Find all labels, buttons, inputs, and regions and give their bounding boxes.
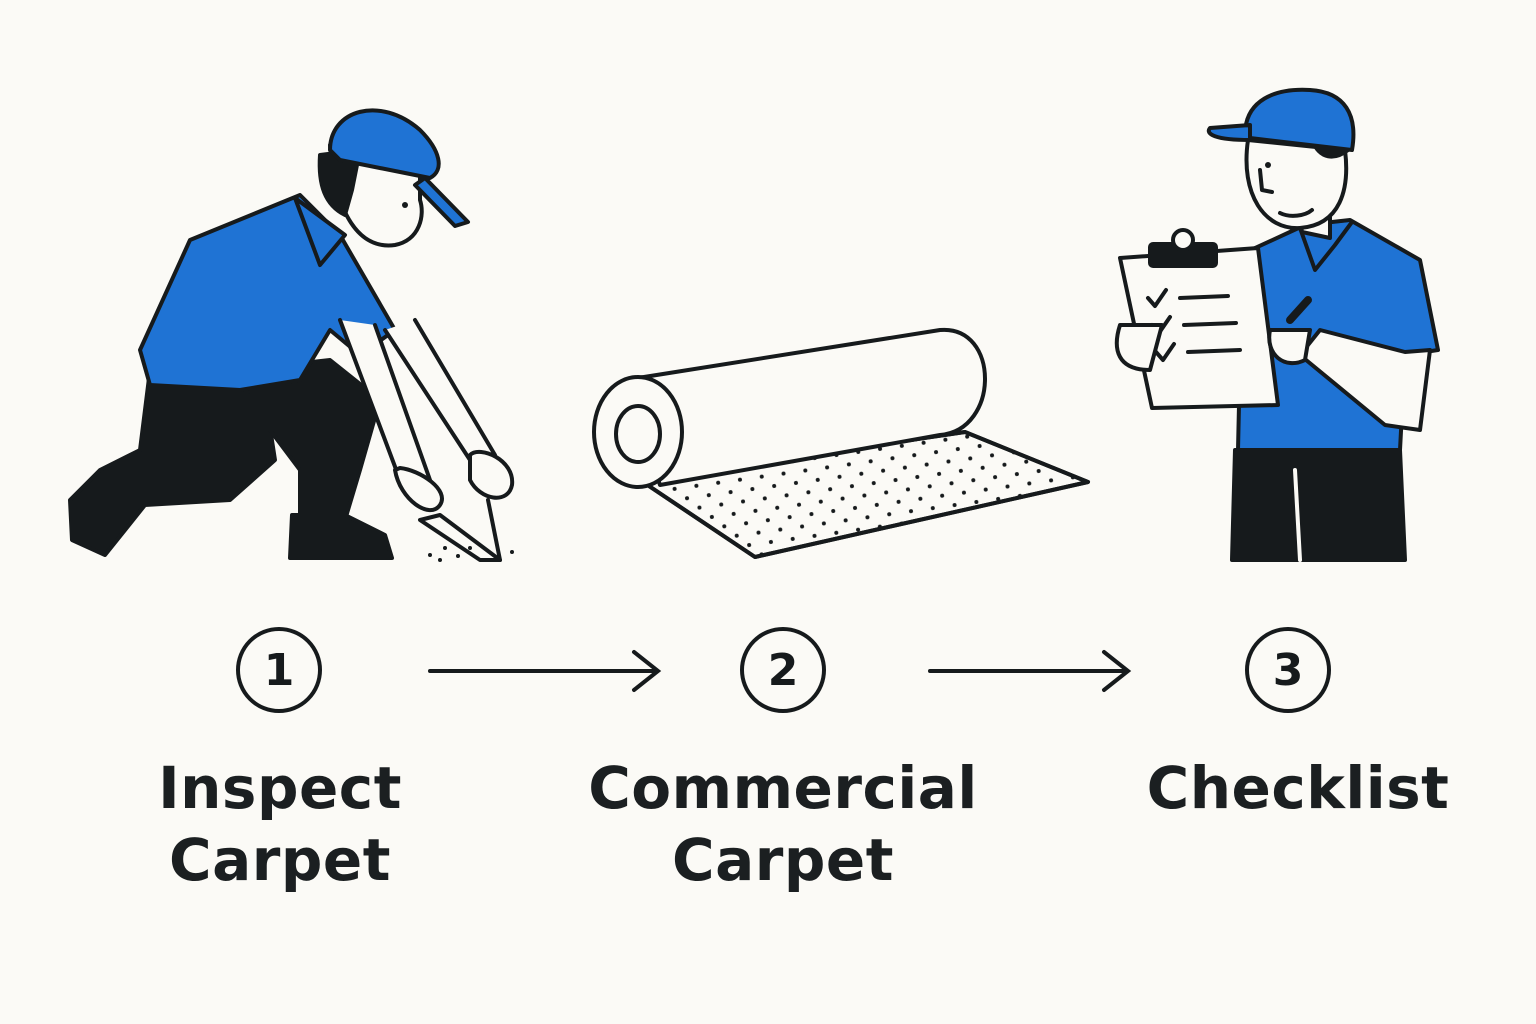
step-3-label: Checklist — [1088, 752, 1508, 824]
step-1-label-line-1: Inspect — [158, 754, 402, 822]
kneeling-worker-icon — [68, 108, 515, 562]
step-1-number: 1 — [236, 627, 322, 713]
arrow-right-icon — [928, 650, 1132, 692]
step-1-label: Inspect Carpet — [70, 752, 490, 896]
step-2-number: 2 — [740, 627, 826, 713]
worker-with-clipboard-icon — [1114, 87, 1440, 562]
carpet-roll-icon — [592, 327, 1090, 559]
step-2-label-line-2: Carpet — [672, 826, 894, 894]
step-3-label-line-1: Checklist — [1146, 754, 1450, 822]
step-2-label-line-1: Commercial — [588, 754, 978, 822]
step-3-number: 3 — [1245, 627, 1331, 713]
dust-specks — [428, 546, 514, 562]
step-1-label-line-2: Carpet — [169, 826, 391, 894]
step-2-label: Commercial Carpet — [573, 752, 993, 896]
arrow-right-icon — [428, 650, 662, 692]
